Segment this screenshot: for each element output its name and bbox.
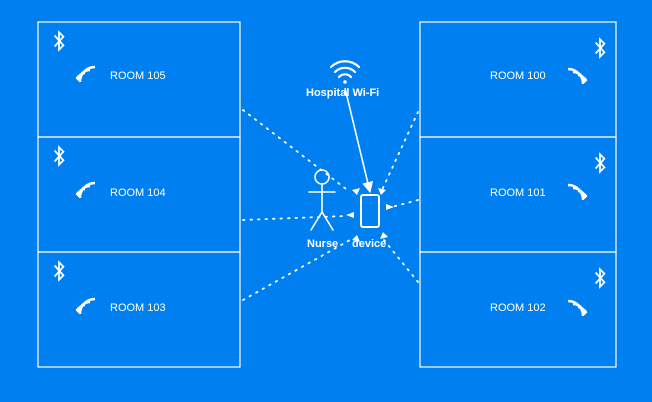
bluetooth-icon — [594, 268, 606, 288]
link-room-105 — [242, 109, 351, 193]
nfc-signal-icon — [75, 65, 97, 82]
link-room-100 — [381, 111, 419, 191]
nfc-signal-icon — [566, 67, 588, 84]
rooms-right — [419, 21, 617, 368]
device-label: device — [352, 238, 387, 250]
link-room-103 — [242, 239, 351, 301]
link-room-104 — [242, 215, 347, 221]
nurse-label: Nurse — [307, 238, 339, 250]
bluetooth-icon — [594, 38, 606, 58]
nfc-signal-icon — [566, 299, 588, 316]
room-box-103 — [37, 251, 241, 368]
room-label: ROOM 104 — [110, 187, 166, 199]
bluetooth-icon — [53, 31, 65, 51]
room-label: ROOM 101 — [490, 187, 546, 199]
bluetooth-icon — [594, 153, 606, 173]
nfc-signal-icon — [75, 297, 97, 314]
wifi-icon — [329, 60, 361, 84]
nfc-signal-icon — [566, 183, 588, 200]
wifi-label: Hospital Wi-Fi — [306, 87, 380, 99]
device-arrowheads — [346, 188, 394, 242]
bluetooth-icon — [53, 261, 65, 281]
room-box-102 — [419, 251, 617, 368]
room-label: ROOM 100 — [490, 70, 546, 82]
smartphone-icon — [360, 194, 380, 228]
wifi-link-arrow — [344, 87, 374, 194]
rooms-left — [37, 21, 241, 368]
link-room-101 — [387, 199, 419, 209]
link-room-102 — [383, 239, 419, 283]
person-icon — [308, 169, 336, 231]
dotted-links — [242, 109, 419, 301]
room-label: ROOM 102 — [490, 302, 546, 314]
bluetooth-icon — [53, 146, 65, 166]
room-label: ROOM 103 — [110, 302, 166, 314]
room-label: ROOM 105 — [110, 70, 166, 82]
nfc-signal-icon — [75, 181, 97, 198]
